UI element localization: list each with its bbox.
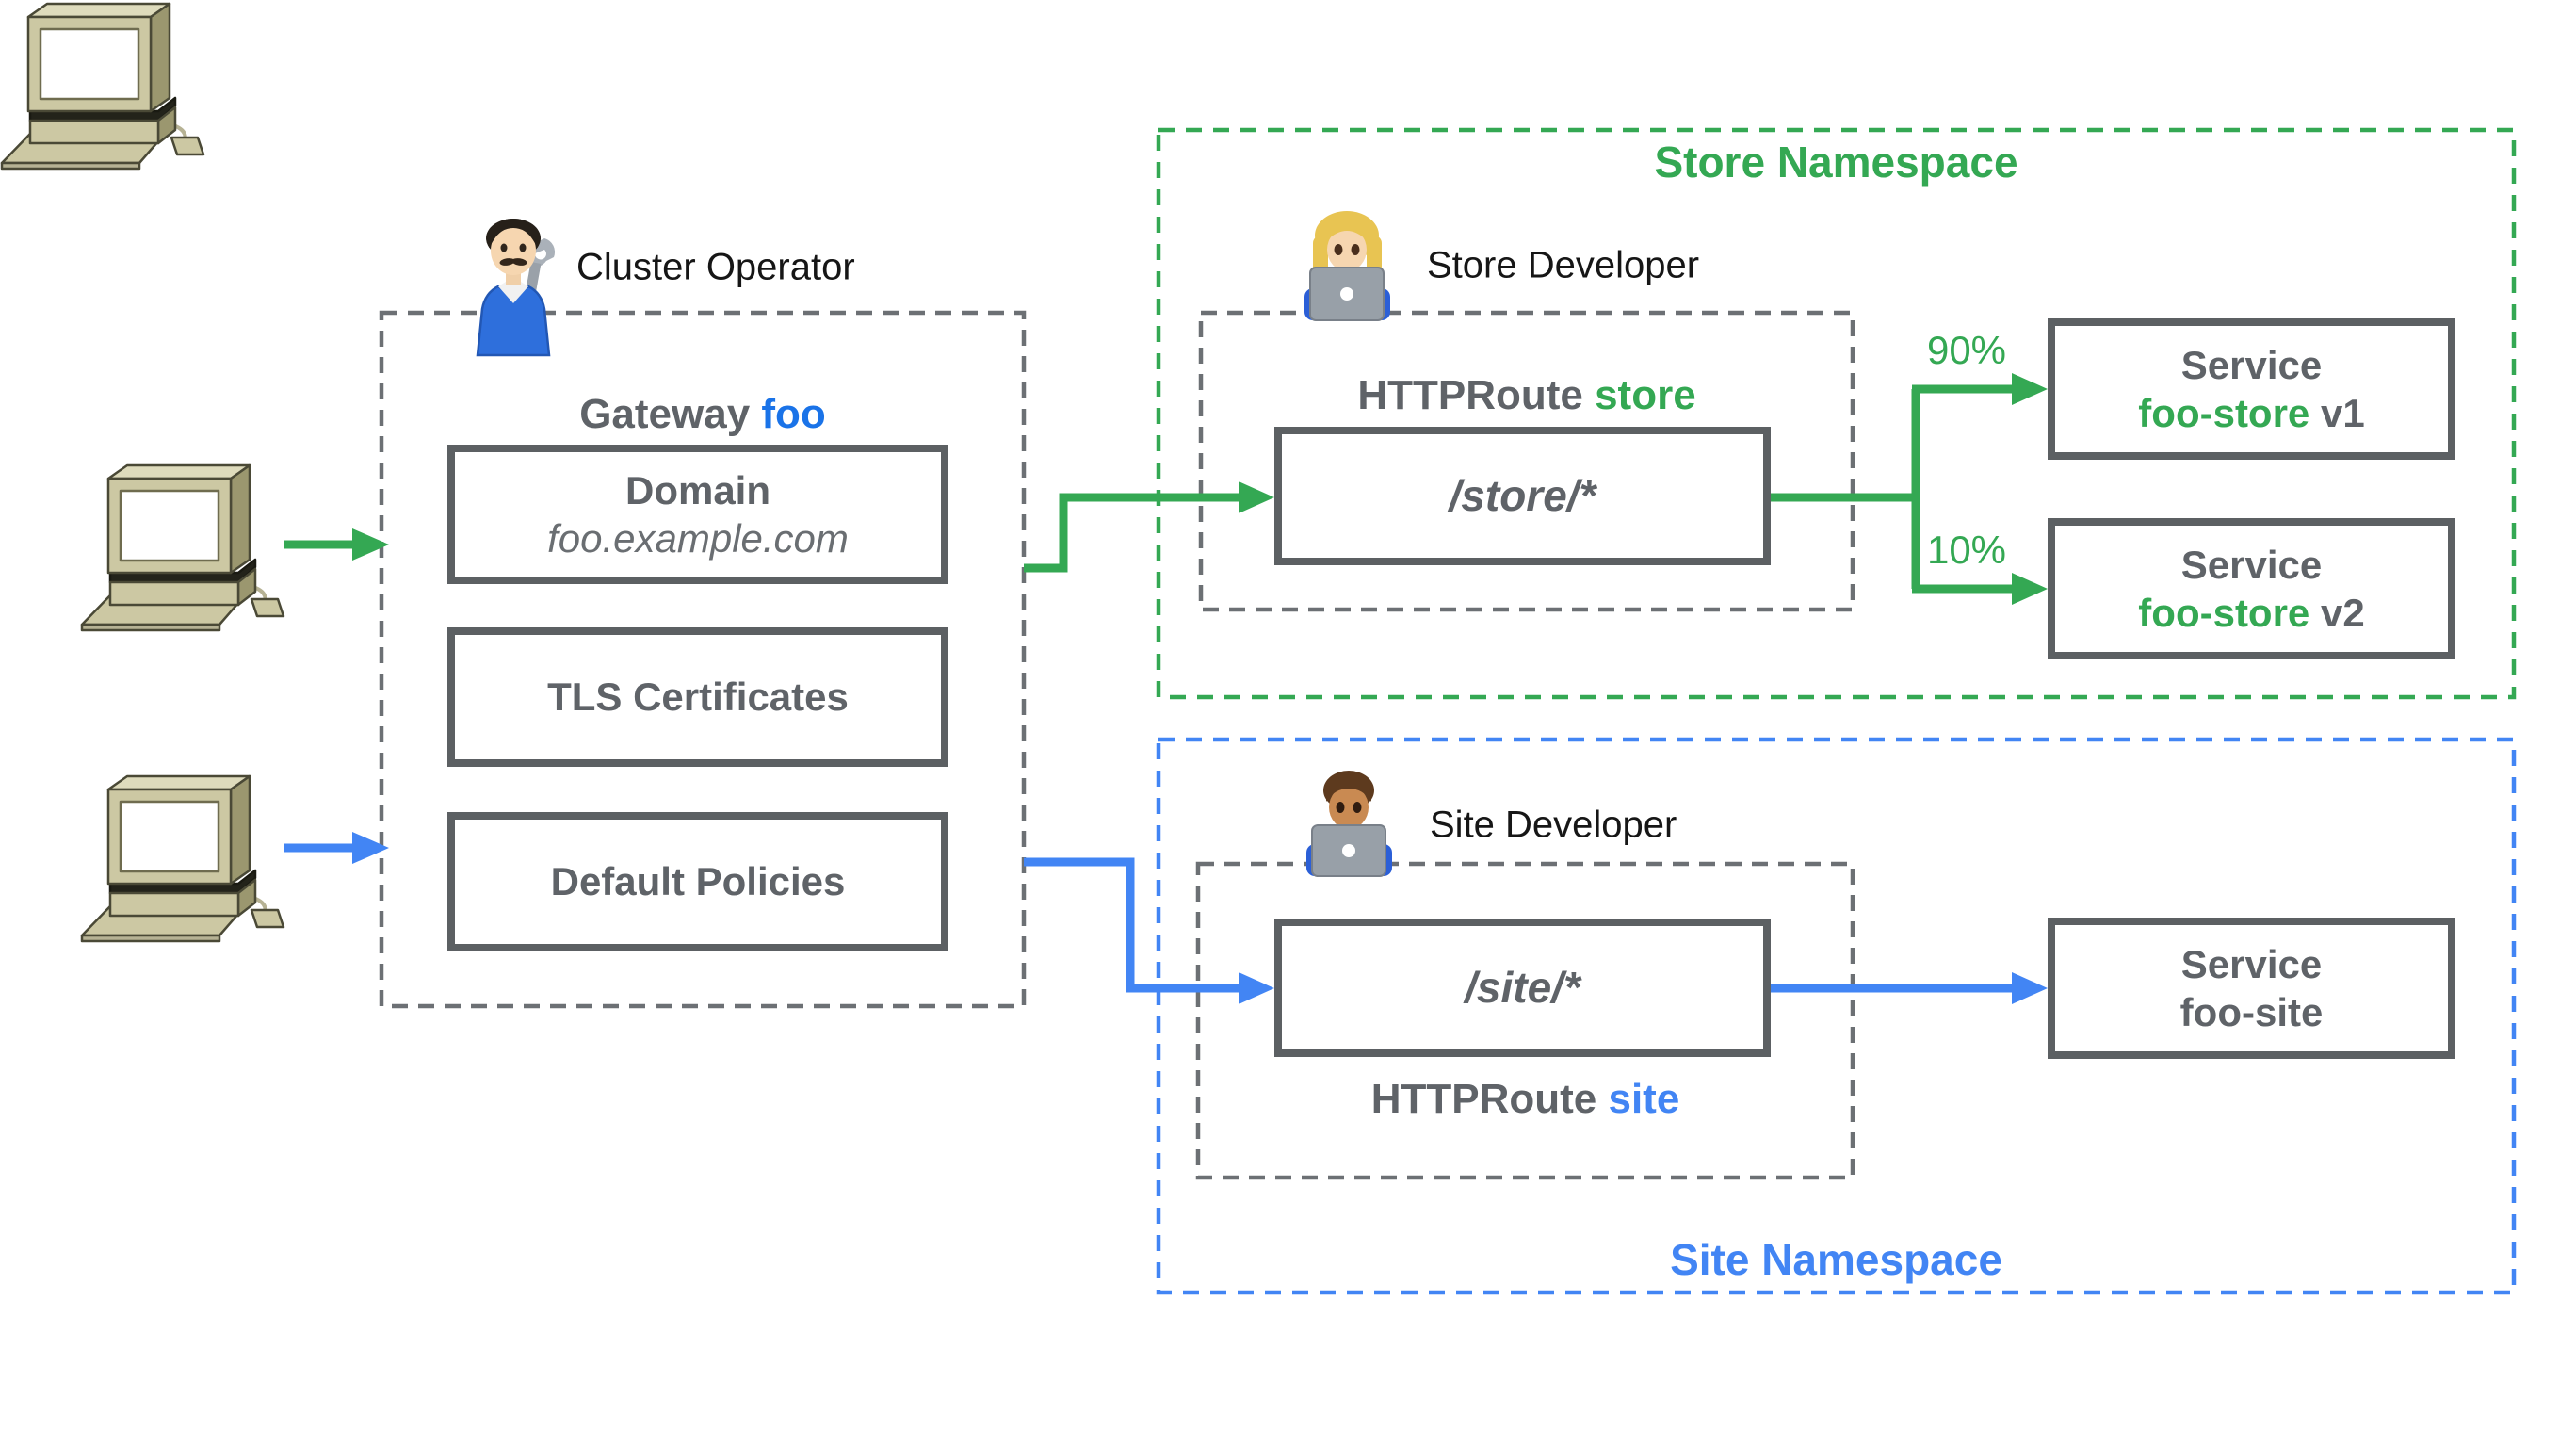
httproute-site-title: HTTPRoute site xyxy=(1198,1076,1853,1123)
green-arrow-client-to-gateway xyxy=(284,528,389,561)
gateway-box xyxy=(379,310,1027,1009)
service-foo-store-v2-box: Service foo-store v2 xyxy=(2048,518,2455,659)
service-site-name: foo-site xyxy=(2179,990,2324,1034)
httproute-store-title: HTTPRoute store xyxy=(1201,372,1853,419)
domain-title: Domain xyxy=(624,467,770,512)
gateway-title-prefix: Gateway xyxy=(579,391,751,437)
httproute-store-name: store xyxy=(1595,372,1696,418)
store-path-label: /store/* xyxy=(1449,471,1596,521)
service-v2-version: v2 xyxy=(2320,591,2365,635)
httproute-store-prefix: HTTPRoute xyxy=(1357,372,1583,418)
desktop-computer-icon xyxy=(0,2,205,171)
store-path-box: /store/* xyxy=(1274,427,1771,565)
weight-10-label: 10% xyxy=(1926,528,2007,572)
service-v2-name: foo-store xyxy=(2138,591,2310,635)
store-developer-label: Store Developer xyxy=(1427,244,1700,286)
cluster-operator-label: Cluster Operator xyxy=(576,246,855,288)
httproute-site-box xyxy=(1195,861,1855,1180)
service-v1-version: v1 xyxy=(2320,391,2365,435)
service-foo-site-box: Service foo-site xyxy=(2048,918,2455,1059)
domain-value: foo.example.com xyxy=(547,516,849,561)
site-namespace-label: Site Namespace xyxy=(1670,1235,2002,1284)
blue-arrow-site-route-to-service xyxy=(1771,972,2048,1004)
service-v1-type: Service xyxy=(2180,342,2323,387)
default-policies-label: Default Policies xyxy=(550,859,846,904)
httproute-site-name: site xyxy=(1608,1076,1680,1122)
domain-box: Domain foo.example.com xyxy=(447,445,948,584)
service-v1-name: foo-store xyxy=(2138,391,2310,435)
man-technologist-emoji xyxy=(1306,771,1392,877)
store-namespace-label: Store Namespace xyxy=(1654,138,2018,187)
site-path-box: /site/* xyxy=(1274,919,1771,1057)
site-path-label: /site/* xyxy=(1465,963,1580,1013)
site-client-computer-icon xyxy=(80,774,285,943)
store-namespace-box xyxy=(1156,127,2517,700)
woman-technologist-emoji xyxy=(1304,211,1390,321)
man-mechanic-emoji xyxy=(476,219,556,357)
httproute-site-prefix: HTTPRoute xyxy=(1370,1076,1597,1122)
blue-arrow-client-to-gateway xyxy=(284,832,389,864)
site-developer-label: Site Developer xyxy=(1430,804,1677,846)
service-v2-type: Service xyxy=(2180,542,2323,587)
service-site-type: Service xyxy=(2180,941,2323,986)
blue-arrow-gateway-to-site-route xyxy=(1024,857,1274,1004)
gateway-title-name: foo xyxy=(761,391,826,437)
store-client-computer-icon xyxy=(80,463,285,632)
tls-certificates-box: TLS Certificates xyxy=(447,627,948,767)
green-arrow-store-route-to-services xyxy=(1771,373,2048,605)
tls-certificates-label: TLS Certificates xyxy=(547,675,849,720)
service-foo-store-v1-box: Service foo-store v1 xyxy=(2048,318,2455,460)
gateway-title: Gateway foo xyxy=(381,391,1024,438)
weight-90-label: 90% xyxy=(1926,328,2007,372)
httproute-store-box xyxy=(1198,310,1855,612)
green-arrow-gateway-to-store-route xyxy=(1024,481,1274,573)
default-policies-box: Default Policies xyxy=(447,812,948,951)
